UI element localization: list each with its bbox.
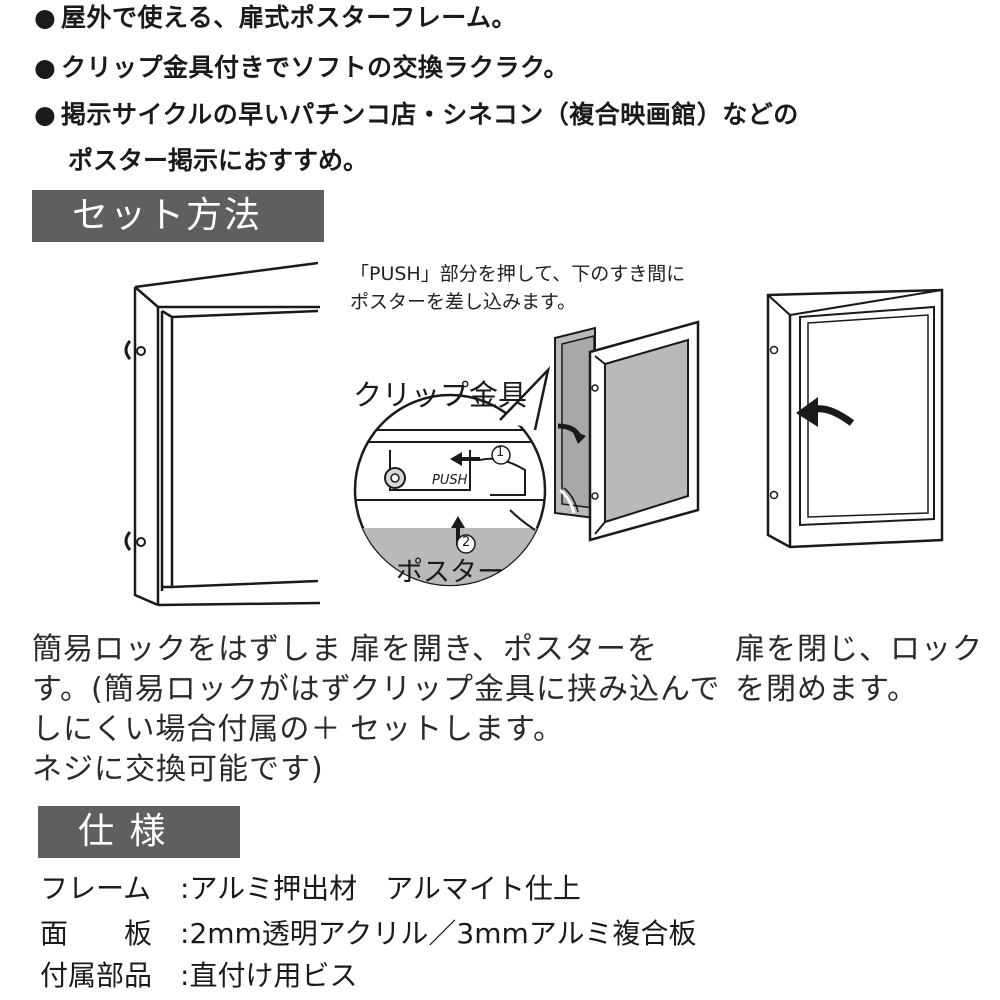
- arrow-icon: [796, 397, 855, 427]
- setup-heading: セット方法: [32, 190, 324, 242]
- step2-caption-line: 扉を開き、ポスターを: [350, 632, 658, 667]
- feature-text: クリップ金具付きでソフトの交換ラクラク。: [61, 53, 570, 82]
- feature-text: 掲示サイクルの早いパチンコ店・シネコン（複合映画館）などの: [61, 100, 799, 129]
- spec-sep: :: [180, 872, 190, 905]
- arrow-icon: [557, 423, 586, 444]
- feature-item: ●屋外で使える、扉式ポスターフレーム。: [34, 3, 517, 33]
- spec-row: 面 板:2mm透明アクリル／3mmアルミ複合板: [40, 913, 697, 955]
- setup-note-line2: ポスターを差し込みます。: [350, 291, 577, 313]
- feature-text: 屋外で使える、扉式ポスターフレーム。: [61, 3, 518, 32]
- spec-value: 2mm透明アクリル／3mmアルミ複合板: [189, 917, 697, 950]
- bullet-dot: ●: [34, 53, 57, 82]
- spec-value: アルミ押出材 アルマイト仕上: [189, 872, 581, 905]
- feature-continuation: ポスター掲示におすすめ。: [68, 146, 369, 175]
- feature-item: ●クリップ金具付きでソフトの交換ラクラク。: [34, 53, 569, 83]
- spec-key: フレーム: [40, 872, 152, 905]
- spec-row: フレーム:アルミ押出材 アルマイト仕上: [40, 868, 581, 910]
- step3-caption-line: を閉めます。: [735, 672, 918, 707]
- bullet-dot: ●: [34, 100, 57, 129]
- spec-sep: :: [180, 917, 190, 950]
- step1-illustration: [124, 261, 321, 607]
- clip-detail-illustration: [353, 365, 551, 587]
- spec-row: 付属部品:直付け用ビス: [40, 955, 357, 997]
- step1-caption-line: す。(簡易ロックがはず: [32, 672, 352, 707]
- step3-caption-line: 扉を閉じ、ロック: [735, 632, 983, 667]
- spec-heading: 仕 様: [38, 806, 240, 858]
- step2-caption-line: クリップ金具に挟み込んで: [350, 672, 721, 707]
- step1-caption-line: しにくい場合付属の＋: [32, 712, 342, 747]
- lock-icon: [124, 340, 146, 551]
- open-door-illustration: [554, 320, 700, 542]
- spec-key: 面 板: [40, 917, 153, 950]
- spec-value: 直付け用ビス: [189, 959, 358, 992]
- poster-label: ポスター: [396, 557, 504, 588]
- step1-caption-line: ネジに交換可能です): [32, 752, 324, 787]
- spec-sep: :: [180, 959, 190, 992]
- push-label: PUSH: [432, 473, 468, 488]
- step2-number: 2: [462, 535, 471, 550]
- step1-number: 1: [496, 445, 505, 460]
- feature-item: ●掲示サイクルの早いパチンコ店・シネコン（複合映画館）などの: [34, 100, 799, 130]
- spec-key: 付属部品: [40, 959, 153, 992]
- clip-label: クリップ金具: [353, 378, 528, 412]
- setup-note-line1: 「PUSH」部分を押して、下のすき間に: [350, 263, 686, 285]
- step2-caption-line: セットします。: [350, 712, 564, 747]
- step1-caption-line: 簡易ロックをはずしま: [32, 632, 342, 667]
- bullet-dot: ●: [34, 3, 57, 32]
- step3-illustration: [766, 288, 944, 549]
